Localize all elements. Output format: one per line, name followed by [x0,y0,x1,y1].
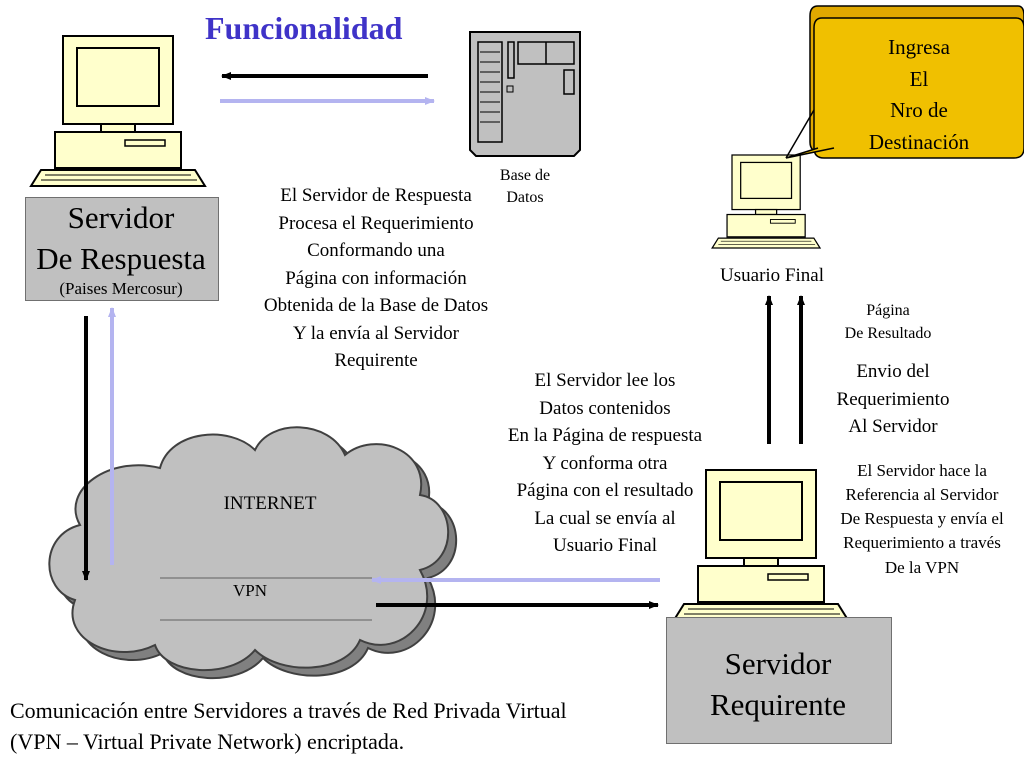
end-user-computer-icon [711,154,821,249]
callout-line: Destinación [868,129,970,154]
requirente-server-label-box [666,617,892,744]
respuesta-process-note: El Servidor de Respuesta Procesa el Requ… [226,182,526,375]
internet-cloud [48,426,458,679]
database-label: Base de Datos [470,165,580,210]
note-line: En la Página de respuesta [507,425,703,447]
note-line: Requirente [334,350,418,372]
note-line: Procesa el Requerimiento [278,212,474,234]
note-line: De Respuesta y envía el [840,509,1004,529]
respuesta-server-label-box [25,197,219,301]
note-line: Y conforma otra [542,452,668,474]
footer-caption: Comunicación entre Servidores a través d… [10,696,660,758]
database-server-icon [469,31,581,157]
note-line: Requerimiento [836,388,950,410]
callout-line: Ingresa [888,35,950,59]
footer-line1: Comunicación entre Servidores a través d… [10,698,567,723]
envio-requerimiento-note: Envio del Requerimiento Al Servidor [818,358,968,441]
page-title: Funcionalidad [205,10,403,46]
note-line: Al Servidor [848,416,938,438]
note-line: Página [866,302,910,319]
note-line: El Servidor lee los [534,370,676,391]
note-line: Página con información [285,267,467,289]
end-user-label: Usuario Final [720,265,824,286]
database-label-line1: Base de [499,167,551,184]
note-line: Referencia al Servidor [845,485,999,505]
respuesta-server-computer-icon [30,35,206,187]
note-line: Página con el resultado [516,480,694,502]
note-line: Conformando una [307,240,445,262]
note-line: Envio del [856,361,930,382]
callout-text: Ingresa El Nro de Destinación [814,32,1024,158]
note-line: Datos contenidos [539,397,671,419]
requirente-server-name: Servidor Requirente [666,643,890,725]
pagina-resultado-note: Página De Resultado [818,299,958,345]
callout-bubble [785,5,1024,159]
respuesta-server-name-line1: Servidor [67,200,175,235]
respuesta-server-subtitle: (Paises Mercosur) [59,279,183,298]
note-line: De la VPN [884,557,960,577]
requirente-reads-note: El Servidor lee los Datos contenidos En … [470,367,740,560]
callout-line: Nro de [890,98,948,122]
footer-line2: (VPN – Virtual Private Network) encripta… [10,728,405,754]
note-line: Y la envía al Servidor [292,322,460,344]
note-line: Obtenida de la Base de Datos [263,295,489,317]
vpn-label: VPN [232,581,267,600]
referencia-note: El Servidor hace la Referencia al Servid… [820,459,1024,580]
note-line: La cual se envía al [534,507,676,529]
note-line: El Servidor hace la [857,461,987,480]
internet-label: INTERNET [223,493,317,514]
callout-line: El [909,66,929,91]
requirente-server-name-line2: Requirente [709,687,846,723]
database-label-line2: Datos [506,189,544,207]
note-line: De Resultado [844,325,932,343]
respuesta-server-name-line2: De Respuesta [36,241,206,277]
note-line: Requerimiento a través [843,533,1001,553]
respuesta-server-name: Servidor De Respuesta [25,197,217,279]
note-line: El Servidor de Respuesta [280,185,472,206]
requirente-server-name-line1: Servidor [724,646,832,681]
note-line: Usuario Final [553,535,657,557]
